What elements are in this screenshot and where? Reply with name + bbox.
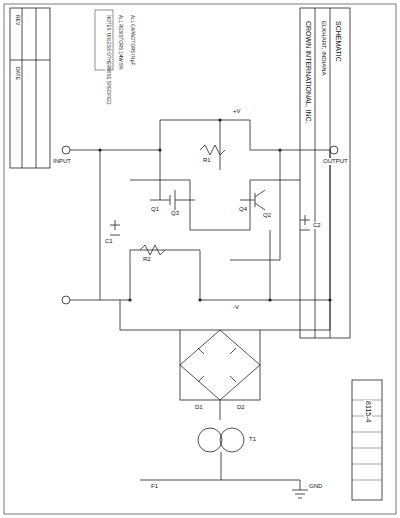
component-label: Q4 [238,206,248,213]
note-text: ALL CAPACITORS IN µF [129,14,134,66]
component-label: Q1 [150,206,160,213]
component-label: Q2 [262,212,272,219]
table-rule [352,480,382,481]
signal-name: +V [232,108,242,115]
note-text: NOTES: UNLESS OTHERWISE SPECIFIED [105,14,110,105]
table-rule [352,464,382,465]
component-label: R1 [202,157,212,164]
table-rule [352,432,382,433]
title-text: CROWN INTERNATIONAL, INC. [304,20,312,125]
drawing-number: 8115-4 [364,400,372,423]
signal-name: -V [232,304,240,311]
component-label: F1 [150,483,159,490]
signal-name: OUTPUT [322,158,349,165]
component-label: Q3 [170,210,180,217]
table-header: DATE [15,66,21,81]
title-text: SCHEMATIC [334,20,342,63]
table-rule [352,448,382,449]
table-header: REV [15,14,21,26]
component-label: D2 [236,404,246,411]
title-text: ELKHART, INDIANA [320,20,327,77]
component-label: T1 [248,436,257,443]
signal-name: GND [308,483,323,490]
note-text: ALL RESISTORS 1/4W 5% [117,14,122,71]
signal-name: INPUT [52,158,72,165]
component-label: C2 [312,222,322,229]
component-label: D1 [194,404,204,411]
component-label: C1 [104,238,114,245]
component-label: R2 [142,256,152,263]
